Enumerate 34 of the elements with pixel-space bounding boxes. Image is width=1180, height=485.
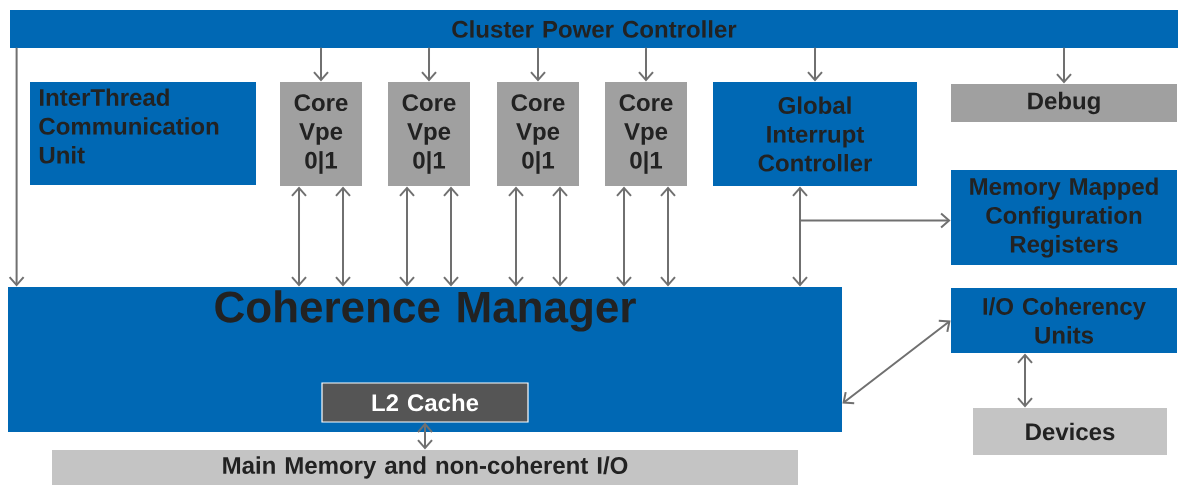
cache-box: L2 Cache: [321, 382, 529, 423]
arrow: [8, 47, 25, 287]
arrow: [799, 212, 951, 229]
core-box: Core Vpe 0|1: [388, 82, 470, 186]
debug-box: Debug: [951, 84, 1177, 122]
arrow: [638, 47, 654, 82]
arrow: [616, 186, 632, 287]
arrow: [443, 186, 459, 287]
coherency-unit-box: I/O Coherency Units: [951, 288, 1177, 353]
arrow: [552, 186, 568, 287]
memory-bar: Main Memory and non-coherent I/O: [52, 450, 798, 485]
core-box: Core Vpe 0|1: [497, 82, 579, 186]
power-controller-bar: Cluster Power Controller: [10, 10, 1178, 48]
arrow: [792, 186, 808, 222]
arrow: [313, 47, 329, 82]
arrow: [335, 186, 351, 287]
arrow: [660, 186, 676, 287]
core-box: Core Vpe 0|1: [605, 82, 687, 186]
arrow: [421, 47, 437, 82]
arrow: [1056, 47, 1072, 84]
registers-box: Memory Mapped Configuration Registers: [951, 170, 1177, 265]
arrow: [807, 47, 823, 82]
devices-box: Devices: [973, 408, 1167, 455]
arrow: [417, 422, 433, 450]
arrow: [399, 186, 415, 287]
arrow: [530, 47, 546, 82]
arrow: [508, 186, 524, 287]
arrow: [1017, 353, 1033, 408]
arrow: [792, 219, 808, 287]
arrow: [291, 186, 307, 287]
core-box: Core Vpe 0|1: [280, 82, 362, 186]
arrow: [842, 319, 951, 405]
unit-box: InterThread Communication Unit: [30, 82, 256, 185]
controller-box: Global Interrupt Controller: [713, 82, 917, 186]
